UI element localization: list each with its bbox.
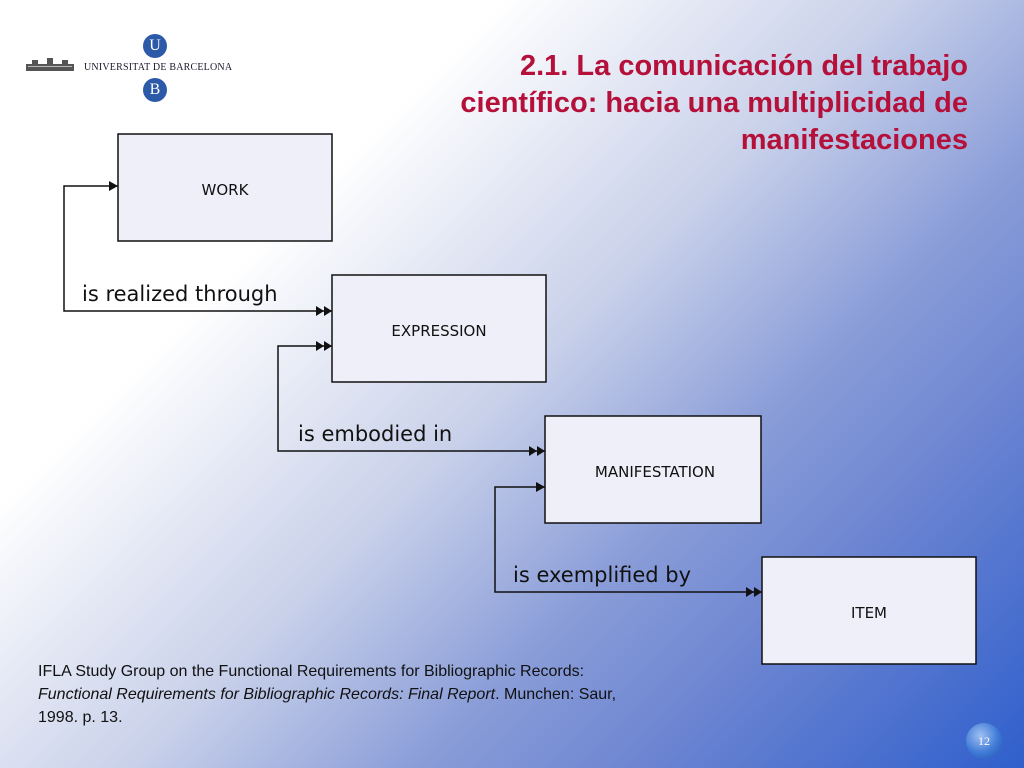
item-label: ITEM <box>851 604 887 622</box>
entity-box-expression: EXPRESSION <box>331 274 547 383</box>
arrow-from-expression <box>316 341 332 351</box>
expression-label: EXPRESSION <box>391 322 486 340</box>
arrow-into-manifestation <box>529 446 545 456</box>
relation-label-embodied: is embodied in <box>298 422 452 446</box>
work-label: WORK <box>202 181 250 199</box>
manifestation-box <box>544 415 762 524</box>
entity-box-manifestation: MANIFESTATION <box>544 415 762 524</box>
title-line-3: manifestaciones <box>740 124 968 156</box>
item-box <box>761 556 977 665</box>
citation-text-1: IFLA Study Group on the Functional Requi… <box>38 663 585 680</box>
title-line-1: 2.1. La comunicación del trabajo <box>519 50 968 82</box>
citation-text-2: . Munchen: Saur, 1998. p. 13. <box>38 686 617 726</box>
citation-title: Functional Requirements for Bibliographi… <box>38 686 496 703</box>
work-box <box>117 133 333 242</box>
arrow-into-expression <box>316 306 332 316</box>
arrow-from-manifestation <box>536 482 545 492</box>
slide-title: 2.1. La comunicación del trabajo científ… <box>328 48 968 159</box>
logo-b-mark: B <box>143 78 167 102</box>
building-icon <box>26 58 74 71</box>
university-logo: U UNIVERSITAT DE BARCELONA B <box>22 32 237 104</box>
entity-box-item: ITEM <box>761 556 977 665</box>
entity-box-work: WORK <box>117 133 333 242</box>
citation-caption: IFLA Study Group on the Functional Requi… <box>38 660 658 729</box>
arrow-into-item <box>746 587 762 597</box>
page-number-badge: 12 <box>966 723 1002 759</box>
relation-label-exemplified: is exemplified by <box>513 563 691 587</box>
title-line-2: científico: hacia una multiplicidad de <box>460 87 968 119</box>
institution-name: UNIVERSITAT DE BARCELONA <box>84 62 233 73</box>
arrow-into-work <box>109 181 118 191</box>
manifestation-label: MANIFESTATION <box>595 463 715 481</box>
connector-lines <box>63 185 762 593</box>
relation-label-realized: is realized through <box>82 282 278 306</box>
logo-u-mark: U <box>143 34 167 58</box>
expression-box <box>331 274 547 383</box>
